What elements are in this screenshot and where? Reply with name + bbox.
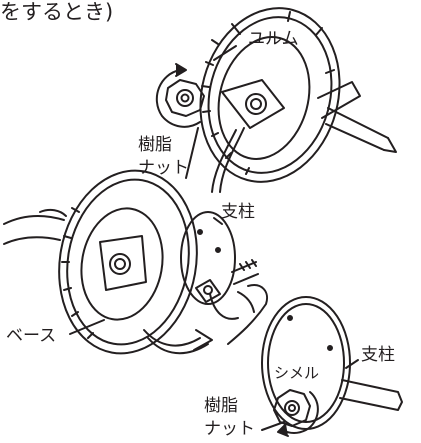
label-resin-nut-bottom: 樹脂 [204, 396, 238, 416]
bottom-resin-nut [273, 389, 311, 427]
middle-base-unit [58, 169, 198, 355]
rotation-arrow-tighten-icon [277, 391, 319, 437]
partial-heading: をするとき) [0, 0, 114, 24]
label-resin-nut-top: 樹脂 [138, 135, 172, 155]
top-cable [211, 127, 245, 193]
label-resin-nut-top-line2: ナット [138, 158, 189, 178]
hand-holding-base [3, 208, 67, 245]
label-base: ベース [6, 326, 57, 346]
movement-arrow-icon [143, 329, 213, 355]
middle-leader-lines [69, 217, 223, 335]
hand-holding-pole [227, 284, 268, 345]
label-resin-nut-bottom-line2: ナット [204, 419, 255, 439]
label-pole-right: 支柱 [361, 345, 395, 365]
bottom-leader-lines [261, 359, 359, 431]
label-loosen: ユルム [248, 29, 299, 49]
top-pole [317, 81, 397, 153]
top-leader-lines [185, 45, 237, 179]
label-tighten: シメル [274, 364, 320, 382]
bottom-pole-cover [261, 296, 403, 430]
label-pole-middle: 支柱 [221, 202, 255, 222]
rotation-arrow-loosen-icon [155, 63, 201, 128]
top-resin-nut [165, 79, 205, 117]
top-mount-plate [221, 79, 285, 129]
middle-pole-cover [180, 211, 259, 320]
